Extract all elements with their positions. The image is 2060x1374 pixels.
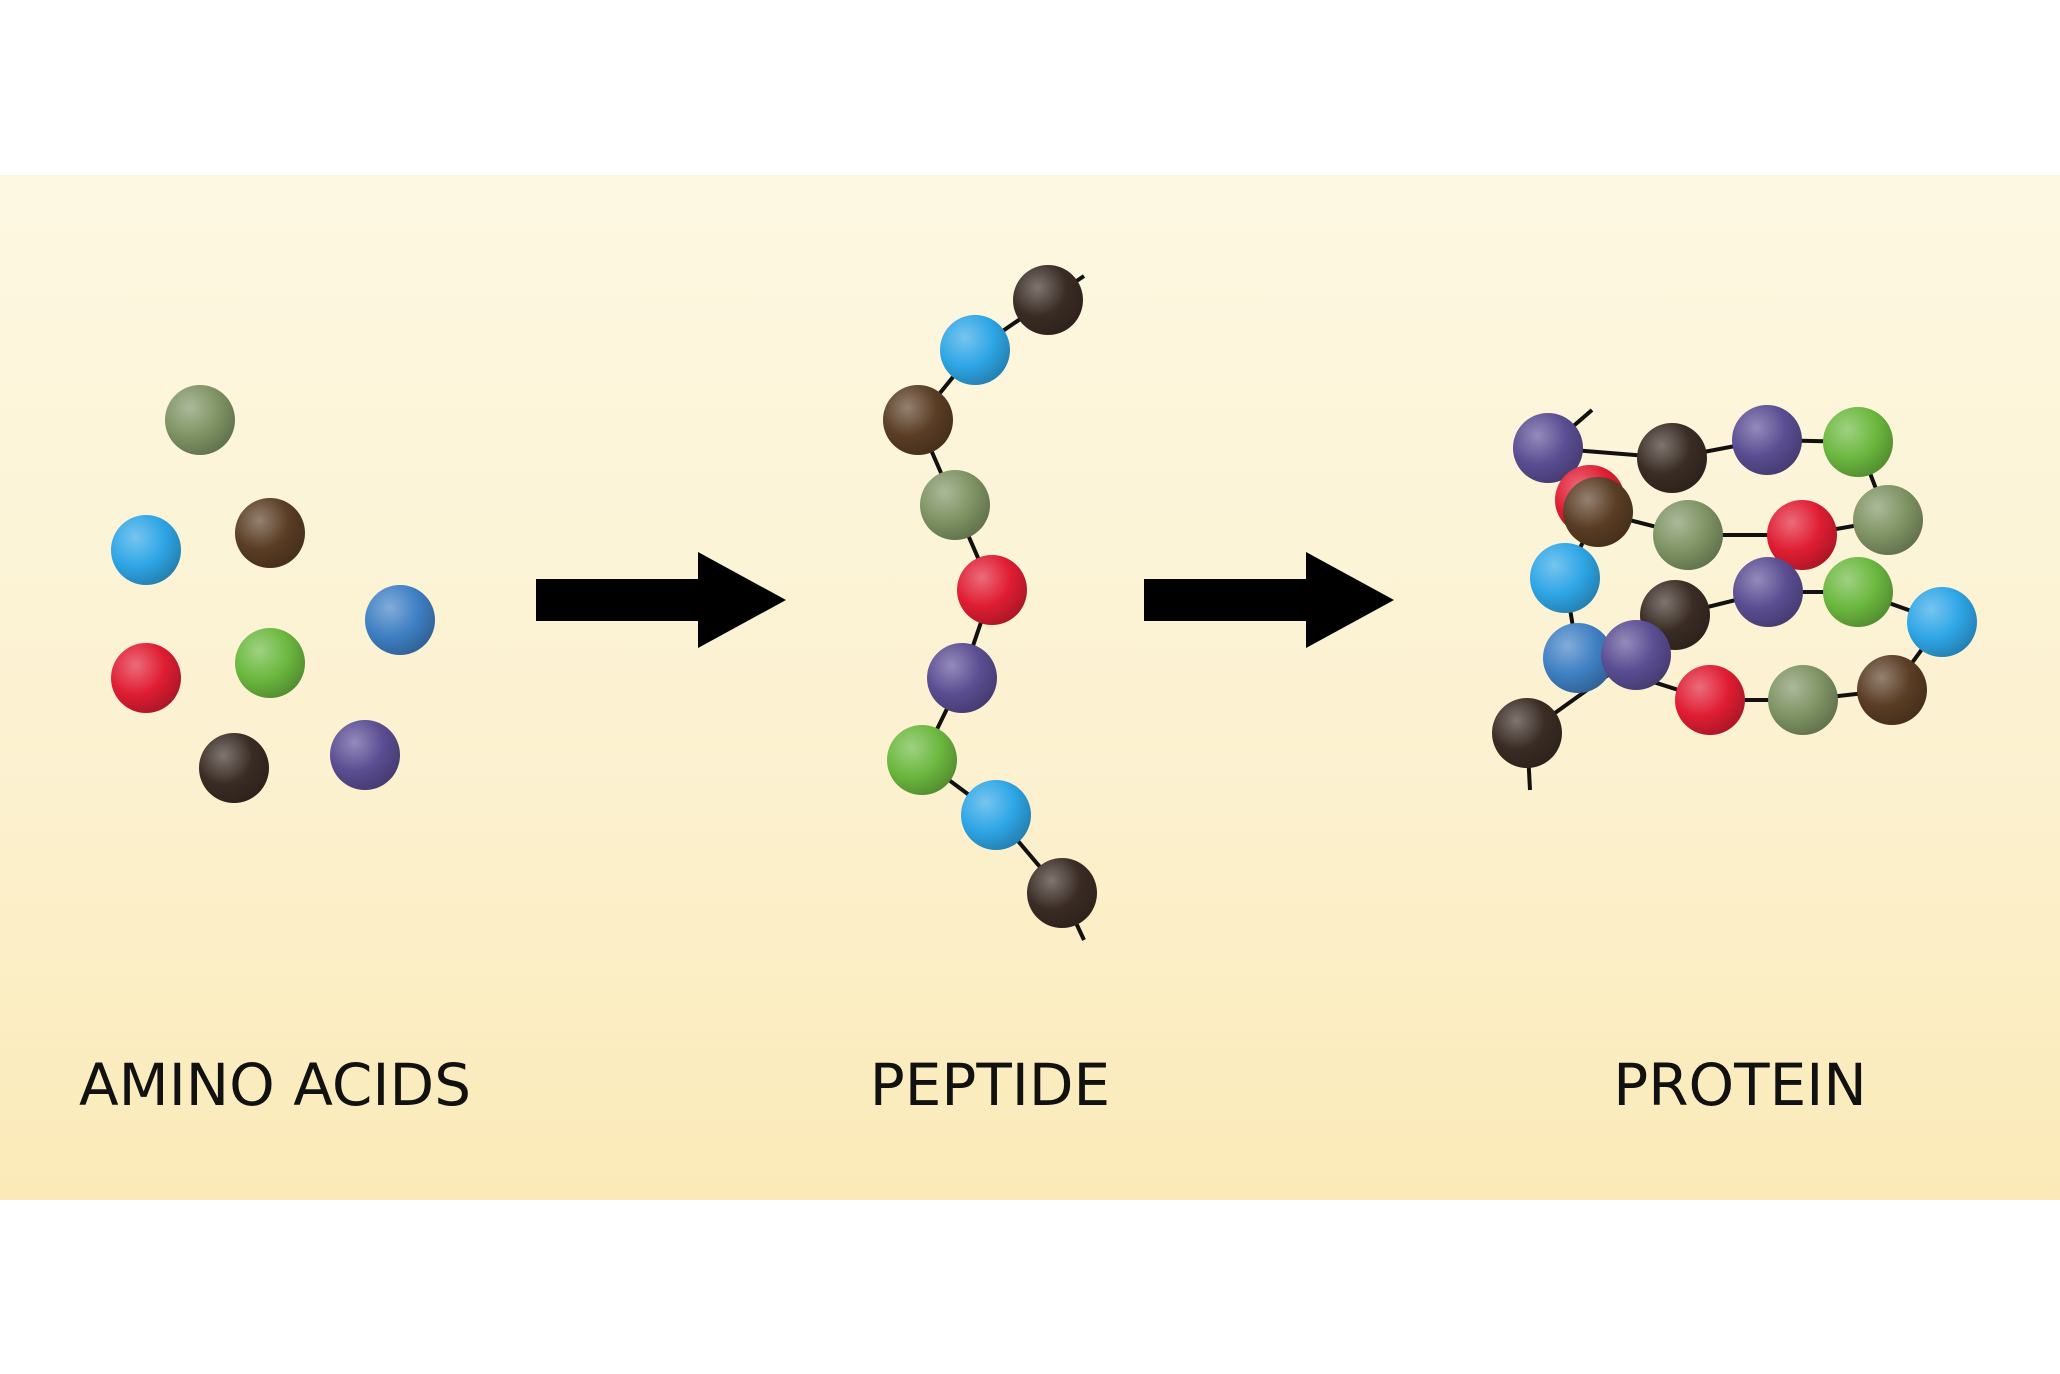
amino-acid-olive: [165, 385, 235, 455]
peptide-residue-red: [957, 555, 1027, 625]
protein-residue-purple: [1513, 413, 1583, 483]
protein-group: [1492, 405, 1977, 791]
peptide-residue-olive: [920, 470, 990, 540]
amino-acids-group: [111, 385, 435, 803]
protein-residue-purple: [1601, 620, 1671, 690]
amino-acid-blue: [111, 515, 181, 585]
protein-residue-blue: [1530, 543, 1600, 613]
amino-acid-red: [111, 643, 181, 713]
protein-residue-olive: [1653, 500, 1723, 570]
protein-residue-green: [1823, 557, 1893, 627]
amino-acids-label: AMINO ACIDS: [78, 1051, 472, 1119]
protein-residue-purple: [1732, 405, 1802, 475]
protein-residue-purple: [1733, 557, 1803, 627]
protein-residue-red: [1767, 500, 1837, 570]
peptide-residue-darkbrown: [1013, 265, 1083, 335]
amino-acid-steelblue: [365, 585, 435, 655]
protein-residue-olive: [1853, 485, 1923, 555]
protein-residue-brown: [1563, 477, 1633, 547]
peptide-residue-blue: [961, 780, 1031, 850]
amino-acid-darkbrown: [199, 733, 269, 803]
peptide-residue-brown: [883, 385, 953, 455]
peptide-residue-blue: [940, 315, 1010, 385]
protein-label: PROTEIN: [1613, 1051, 1867, 1119]
protein-residue-blue: [1907, 587, 1977, 657]
peptide-label: PEPTIDE: [869, 1051, 1111, 1119]
protein-residue-brown: [1857, 655, 1927, 725]
protein-residue-steelblue: [1543, 623, 1613, 693]
protein-residue-olive: [1768, 665, 1838, 735]
peptide-residue-green: [887, 725, 957, 795]
amino-acid-purple: [330, 720, 400, 790]
protein-residue-darkbrown: [1637, 423, 1707, 493]
protein-residue-green: [1823, 407, 1893, 477]
peptide-group: [883, 265, 1097, 941]
protein-residue-darkbrown: [1492, 698, 1562, 768]
peptide-residue-purple: [927, 643, 997, 713]
arrow-icon: [536, 552, 786, 648]
amino-acid-brown: [235, 498, 305, 568]
arrow-icon: [1144, 552, 1394, 648]
amino-acid-green: [235, 628, 305, 698]
protein-residue-red: [1675, 665, 1745, 735]
peptide-residue-darkbrown: [1027, 858, 1097, 928]
